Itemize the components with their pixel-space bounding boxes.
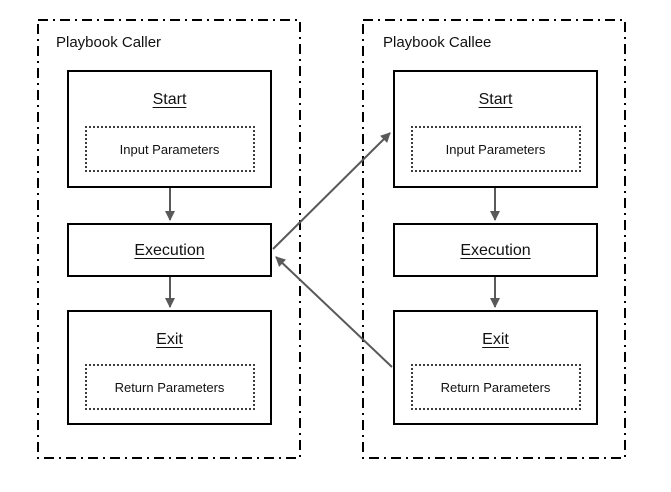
callee-return-parameters-label: Return Parameters (440, 379, 551, 395)
caller-exit-node: Exit Return Parameters (67, 310, 272, 425)
callee-container-border (362, 19, 626, 459)
caller-panel-title: Playbook Caller (56, 34, 162, 51)
caller-start-node: Start Input Parameters (67, 70, 272, 188)
caller-return-parameters-box: Return Parameters (84, 364, 255, 410)
callee-start-label: Start (478, 91, 513, 108)
caller-start-label: Start (152, 91, 187, 108)
return-arrow (275, 256, 393, 368)
call-arrow (272, 132, 391, 250)
caller-execution-node: Execution (67, 223, 272, 277)
callee-return-parameters-box: Return Parameters (410, 364, 581, 410)
callee-input-parameters-box: Input Parameters (410, 126, 581, 172)
callee-input-parameters-label: Input Parameters (445, 141, 546, 157)
caller-container-border (37, 19, 301, 459)
caller-exit-label: Exit (156, 331, 183, 348)
callee-exit-label: Exit (482, 331, 509, 348)
callee-execution-node: Execution (393, 223, 598, 277)
callee-exit-node: Exit Return Parameters (393, 310, 598, 425)
caller-execution-label: Execution (134, 241, 205, 259)
callee-start-node: Start Input Parameters (393, 70, 598, 188)
callee-panel-title: Playbook Callee (383, 34, 492, 51)
caller-input-parameters-label: Input Parameters (119, 141, 220, 157)
caller-return-parameters-label: Return Parameters (114, 379, 225, 395)
caller-input-parameters-box: Input Parameters (84, 126, 255, 172)
callee-execution-label: Execution (460, 241, 531, 259)
